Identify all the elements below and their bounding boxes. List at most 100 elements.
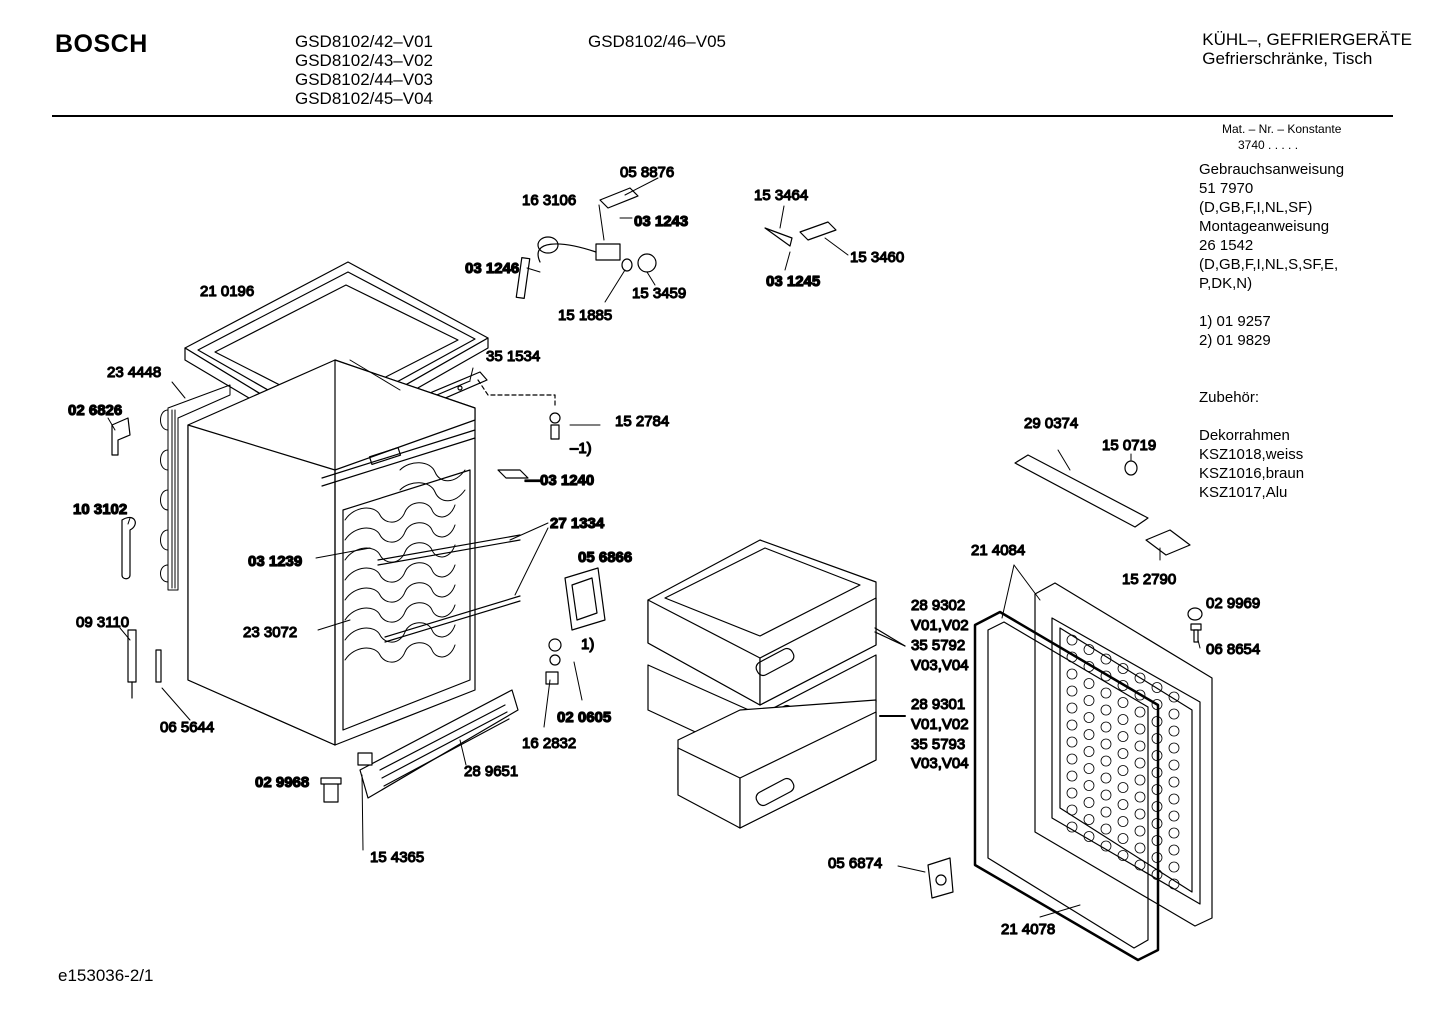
- label-289651: 28 9651: [464, 763, 518, 780]
- dimple: [1083, 780, 1095, 791]
- dimple: [1134, 774, 1146, 786]
- dimple: [1117, 714, 1129, 725]
- dimple: [1117, 697, 1129, 708]
- clip-part[interactable]: [357, 752, 373, 766]
- label-162832: 16 2832: [522, 735, 576, 752]
- label-058876: 05 8876: [620, 164, 674, 181]
- mounting-plate-part[interactable]: [564, 567, 606, 631]
- label-152790: 15 2790: [1122, 571, 1176, 588]
- note-line: KSZ1018,weiss: [1199, 446, 1304, 463]
- label-056866: 05 6866: [578, 549, 632, 566]
- dimple: [1168, 776, 1180, 788]
- dimple: [1168, 878, 1180, 890]
- dimple: [1151, 682, 1163, 693]
- dimple: [1134, 672, 1146, 684]
- dimple: [1168, 742, 1180, 754]
- label-031240: —03 1240: [525, 472, 594, 489]
- stopper-part[interactable]: [497, 469, 529, 479]
- sensor-part[interactable]: [127, 629, 137, 699]
- note-line: Dekorrahmen: [1199, 427, 1290, 444]
- dimple: [1168, 827, 1180, 839]
- pin-part[interactable]: [155, 649, 162, 683]
- dimple: [1100, 806, 1112, 818]
- shelf-rod-part[interactable]: [377, 534, 521, 643]
- dimple: [1066, 753, 1078, 765]
- hinge-cover-part[interactable]: [927, 857, 954, 899]
- dimple: [1134, 859, 1146, 871]
- label-093110: 09 3110: [76, 614, 129, 631]
- strip-part[interactable]: [515, 257, 531, 299]
- dimple: [1134, 825, 1146, 837]
- label-289301: 28 9301: [911, 696, 965, 713]
- dimple: [1083, 695, 1095, 706]
- drawer-top-part[interactable]: [647, 539, 877, 706]
- note-line: 1) 01 9257: [1199, 313, 1271, 330]
- label-355793: 35 5793: [911, 736, 965, 753]
- leader-lines: [107, 177, 1201, 918]
- decor-strip-part[interactable]: [1014, 454, 1149, 528]
- corner-cover-part[interactable]: [1145, 529, 1191, 556]
- model-number: GSD8102/45–V04: [295, 89, 433, 108]
- label-v0304b: V03,V04: [911, 755, 969, 772]
- dimple: [1100, 704, 1112, 716]
- mat-nr-value: 3740 . . . . .: [1238, 138, 1299, 152]
- dimple: [1117, 680, 1129, 691]
- label-056874: 05 6874: [828, 855, 882, 872]
- header-rule: [52, 115, 1393, 117]
- note-line: (D,GB,F,I,NL,SF): [1199, 199, 1313, 216]
- label-v0304a: V03,V04: [911, 657, 969, 674]
- cabinet-body: [187, 359, 476, 746]
- foot-part[interactable]: [320, 777, 342, 803]
- note-line: Zubehör:: [1199, 389, 1260, 406]
- label-210196: 21 0196: [200, 283, 254, 300]
- door-hinge-part[interactable]: [545, 638, 562, 685]
- dimple: [1083, 729, 1095, 740]
- dimple: [1100, 687, 1112, 699]
- dimple: [1134, 689, 1146, 701]
- dimple: [1066, 719, 1078, 731]
- dimple: [1134, 706, 1146, 718]
- door-dimples: [1066, 634, 1180, 890]
- dimple: [1066, 787, 1078, 799]
- note-line: Montageanweisung: [1199, 218, 1330, 235]
- condenser-grid-part[interactable]: [160, 384, 231, 591]
- dimple: [1066, 634, 1078, 646]
- label-214078: 21 4078: [1001, 921, 1055, 938]
- part-labels: 05 8876 16 3106 03 1243 03 1246 15 1885 …: [67, 163, 1260, 938]
- dimple: [1168, 844, 1180, 856]
- dimple: [1168, 725, 1180, 737]
- label-065644: 06 5644: [160, 719, 214, 736]
- door-part[interactable]: [1034, 582, 1213, 927]
- dimple: [1117, 833, 1129, 844]
- dimple: [1134, 808, 1146, 820]
- drawer-bottom-part[interactable]: [677, 699, 877, 829]
- label-355792: 35 5792: [911, 637, 965, 654]
- thermostat-part[interactable]: [537, 236, 621, 263]
- label-153464: 15 3464: [754, 187, 808, 204]
- screw-part[interactable]: [549, 412, 561, 440]
- screw-pair-part[interactable]: [1187, 607, 1203, 643]
- label-v0102b: V01,V02: [911, 716, 969, 733]
- dimple: [1083, 678, 1095, 689]
- cap-part[interactable]: [1124, 460, 1138, 476]
- door-gasket-part[interactable]: [973, 610, 1160, 962]
- label-351534: 35 1534: [486, 348, 540, 365]
- base-grille-part[interactable]: [359, 689, 519, 799]
- label-152784: 15 2784: [615, 413, 669, 430]
- label-026826: 02 6826: [68, 402, 122, 419]
- hinge-part[interactable]: [111, 417, 131, 456]
- label-290374: 29 0374: [1024, 415, 1078, 432]
- dimple: [1100, 653, 1112, 665]
- dimple: [1168, 708, 1180, 720]
- dimple: [1117, 748, 1129, 759]
- label-031239: 03 1239: [248, 553, 302, 570]
- lamp-part[interactable]: [764, 221, 837, 247]
- note-line: P,DK,N): [1199, 275, 1253, 292]
- dimple: [1066, 702, 1078, 714]
- model-number: GSD8102/43–V02: [295, 51, 433, 70]
- dimple: [1168, 759, 1180, 771]
- knob-part[interactable]: [621, 253, 657, 273]
- handle-part[interactable]: [121, 516, 136, 580]
- label-271334: 27 1334: [550, 515, 605, 532]
